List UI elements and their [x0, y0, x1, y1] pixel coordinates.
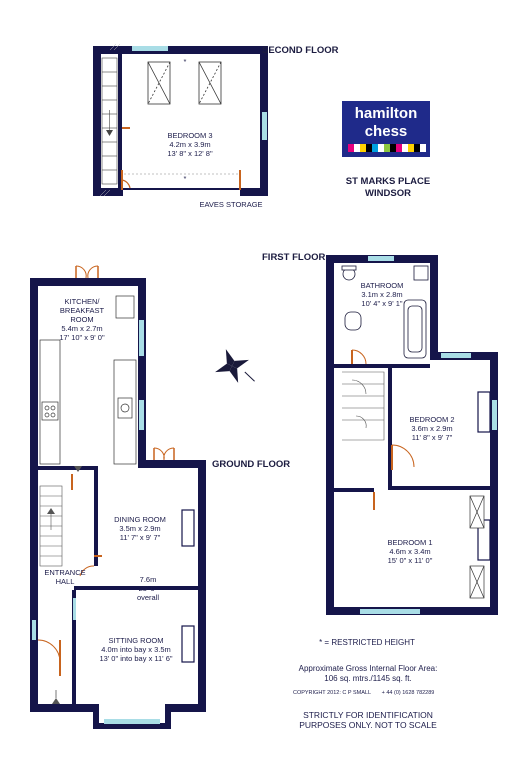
address-line-2: WINDSOR [365, 188, 411, 199]
first-floor-heading: FIRST FLOOR [262, 252, 326, 263]
copyright-text: COPYRIGHT 2012: C P SMALL [292, 690, 372, 696]
sitting-imperial: 13' 0" into bay x 11' 6" [99, 654, 173, 663]
compass-rose [215, 349, 255, 383]
logo-word-2: chess [364, 123, 408, 140]
overall-imperial: 25' 0" [138, 584, 158, 593]
restricted-height-legend: * = RESTRICTED HEIGHT [319, 638, 415, 647]
logo-word-1: hamilton [354, 105, 418, 122]
bedroom3-metric: 4.2m x 3.9m [169, 140, 211, 149]
address-line-1: ST MARKS PLACE [345, 176, 431, 187]
dining-metric: 3.5m x 2.9m [119, 524, 161, 533]
overall-metric: 7.6m [139, 575, 157, 584]
kitchen-name-3: ROOM [70, 315, 94, 324]
bathroom-metric: 3.1m x 2.8m [361, 290, 403, 299]
overall-label: overall [136, 593, 160, 602]
bedroom3-imperial: 13' 8" x 12' 8" [167, 149, 213, 158]
dining-imperial: 11' 7" x 9' 7" [119, 533, 161, 542]
copyright-phone: + 44 (0) 1628 782289 [381, 690, 435, 696]
sitting-metric: 4.0m into bay x 3.5m [101, 645, 171, 654]
floor-area-line-1: Approximate Gross Internal Floor Area: [298, 664, 438, 673]
bedroom1-imperial: 15' 0" x 11' 0" [387, 556, 433, 565]
ground-floor-plan [30, 265, 206, 729]
hall-name-2: HALL [55, 577, 75, 586]
restricted-marker: * [183, 174, 187, 183]
floor-area-line-2: 106 sq. mtrs./1145 sq. ft. [324, 674, 412, 683]
kitchen-metric: 5.4m x 2.7m [61, 324, 103, 333]
hamilton-chess-logo: hamilton chess [342, 101, 430, 157]
bedroom2-metric: 3.6m x 2.9m [411, 424, 453, 433]
ground-floor-heading: GROUND FLOOR [212, 459, 291, 470]
disclaimer-line-2: PURPOSES ONLY. NOT TO SCALE [299, 720, 437, 730]
hall-name-1: ENTRANCE [44, 568, 86, 577]
second-floor-heading: SECOND FLOOR [262, 45, 339, 56]
bathroom-imperial: 10' 4" x 9' 1" [361, 299, 403, 308]
bathroom-name: BATHROOM [360, 281, 404, 290]
bedroom1-metric: 4.6m x 3.4m [389, 547, 431, 556]
kitchen-name-1: KITCHEN/ [64, 297, 100, 306]
disclaimer-line-1: STRICTLY FOR IDENTIFICATION [303, 710, 433, 720]
kitchen-name-2: BREAKFAST [59, 306, 105, 315]
logo-checkers [348, 144, 426, 152]
bedroom3-name: BEDROOM 3 [167, 131, 213, 140]
dining-name: DINING ROOM [114, 515, 166, 524]
bedroom2-imperial: 11' 8" x 9' 7" [411, 433, 453, 442]
first-floor-plan [326, 255, 498, 615]
bedroom2-name: BEDROOM 2 [409, 415, 455, 424]
eaves-storage-label: EAVES STORAGE [199, 200, 263, 209]
second-floor-plan [93, 43, 268, 197]
kitchen-imperial: 17' 10" x 9' 0" [59, 333, 105, 342]
restricted-marker: * [183, 57, 187, 66]
bedroom1-name: BEDROOM 1 [387, 538, 433, 547]
sitting-name: SITTING ROOM [108, 636, 164, 645]
